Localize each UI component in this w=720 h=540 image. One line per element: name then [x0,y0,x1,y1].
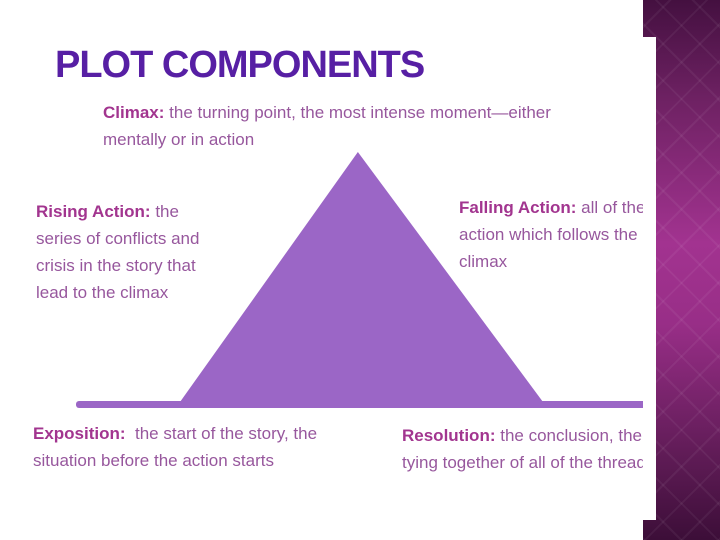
rising-action-term: Rising Action: [36,202,151,221]
exposition-text: the start of the story, the situation be… [33,424,322,470]
plot-pyramid-baseline [76,401,647,408]
falling-action-text: all of the action which follows the clim… [459,198,646,271]
falling-action-term: Falling Action: [459,198,577,217]
resolution-definition: Resolution: the conclusion, the tying to… [402,422,664,476]
slide-title: PLOT COMPONENTS [55,44,425,86]
slide-border-notch [643,37,656,520]
climax-term: Climax: [103,103,165,122]
climax-text: the turning point, the most intense mome… [103,103,556,149]
exposition-definition: Exposition: the start of the story, the … [33,420,368,474]
resolution-term: Resolution: [402,426,496,445]
falling-action-definition: Falling Action: all of the action which … [459,194,661,275]
slide-border-decoration [643,0,720,540]
resolution-text: the conclusion, the tying together of al… [402,426,655,472]
climax-definition: Climax: the turning point, the most inte… [103,99,565,153]
rising-action-definition: Rising Action: the series of conflicts a… [36,198,214,306]
rising-action-text: the series of conflicts and crisis in th… [36,202,205,302]
exposition-term: Exposition: [33,424,126,443]
plot-pyramid-triangle [180,152,543,402]
